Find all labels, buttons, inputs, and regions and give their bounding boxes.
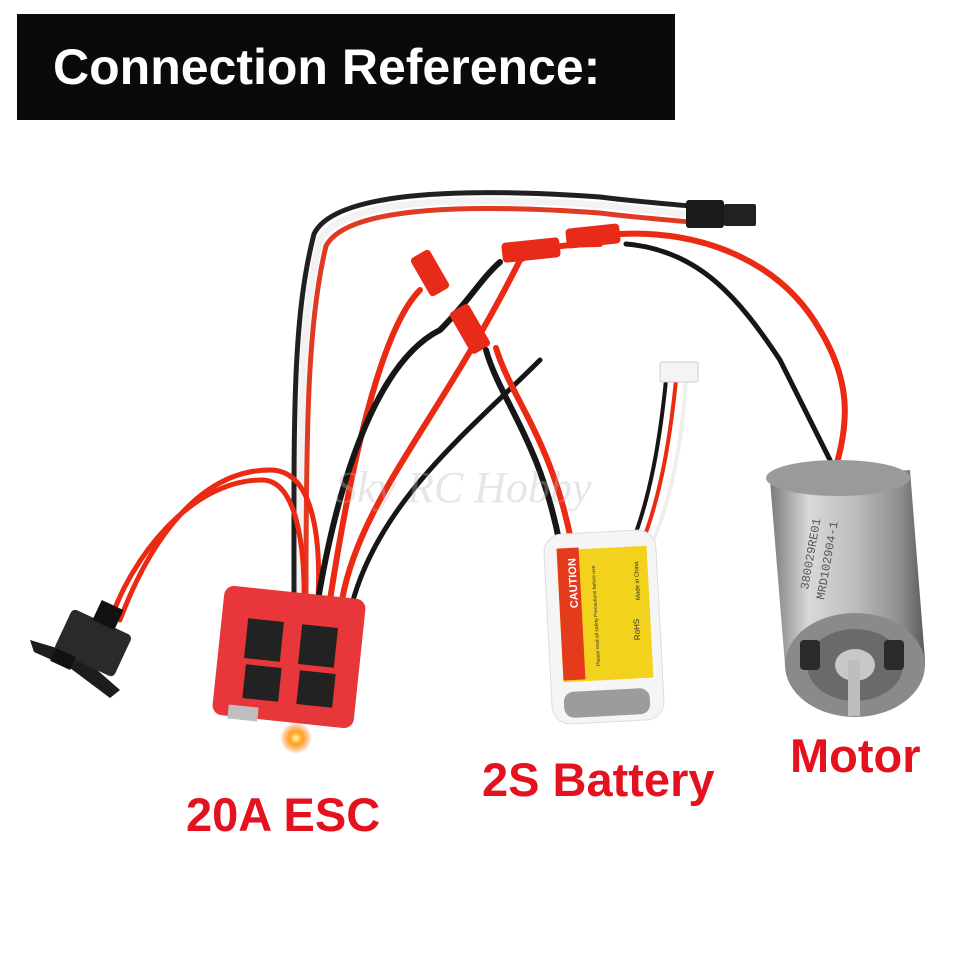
esc-board: [212, 585, 366, 729]
battery-caution-text: CAUTION: [566, 558, 581, 609]
servo-lead: [291, 190, 694, 604]
battery-leads: [483, 345, 688, 550]
motor-label: Motor: [790, 729, 921, 782]
servo-plug-icon: [686, 200, 756, 228]
esc-label: 20A ESC: [186, 788, 381, 841]
led-icon: [280, 722, 312, 754]
banner-title: Connection Reference:: [53, 39, 601, 95]
watermark: Sky RC Hobby: [335, 463, 592, 512]
battery-instructions-text: Please read all safety Precautions befor…: [591, 565, 602, 666]
motor-leads: [617, 230, 848, 473]
battery-made-in-text: Made in China: [634, 561, 642, 601]
balance-plug: [659, 361, 699, 383]
battery-pack: [543, 529, 665, 725]
power-switch-icon: [30, 599, 131, 698]
battery-rohs-text: RoHS: [632, 619, 642, 641]
battery-label: 2S Battery: [482, 753, 715, 806]
switch-wires: [107, 467, 322, 625]
motor: [766, 460, 925, 717]
title-banner: Connection Reference:: [17, 14, 675, 120]
jst-connector-icon: [410, 223, 621, 354]
